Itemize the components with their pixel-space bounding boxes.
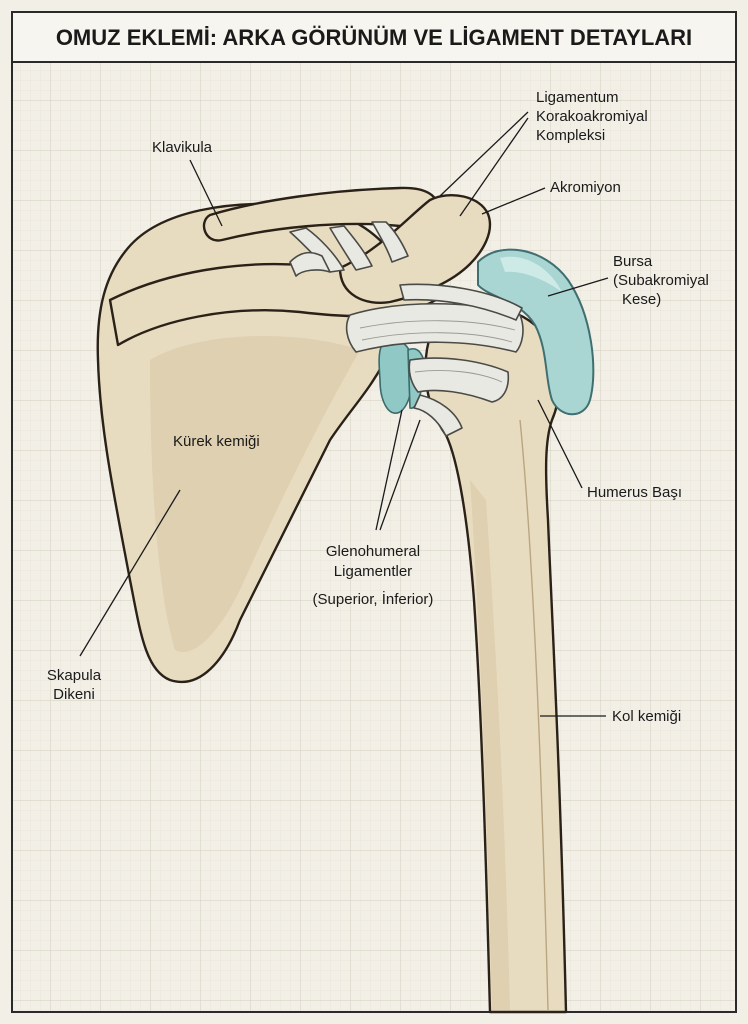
leader-lines xyxy=(79,111,609,717)
leader-humerus-basi xyxy=(537,399,583,489)
label-bursa-line2: (Subakromiyal xyxy=(613,272,709,289)
coracoacromial-ligaments xyxy=(289,221,409,277)
acromion-bone xyxy=(338,193,492,304)
label-gleno-line3: (Superior, İnferior) xyxy=(313,590,434,608)
leader-gleno-a xyxy=(375,409,403,531)
label-ligamentum-line1: Ligamentum xyxy=(536,89,619,106)
humerus-bone xyxy=(424,305,568,1014)
leader-gleno-b xyxy=(379,419,421,531)
glenohumeral-ligaments xyxy=(345,283,524,437)
page-title: OMUZ EKLEMİ: ARKA GÖRÜNÜM VE LİGAMENT DE… xyxy=(56,25,692,50)
title-bar xyxy=(11,11,737,63)
leader-akromiyon xyxy=(481,187,546,215)
label-kurek-kemigi: Kürek kemiği xyxy=(173,433,260,450)
label-kol-kemigi: Kol kemiği xyxy=(612,708,681,725)
label-bursa-line3: Kese) xyxy=(622,291,661,308)
label-bursa-line1: Bursa xyxy=(613,253,653,270)
label-gleno-line1: Glenohumeral xyxy=(326,543,420,560)
label-skapula-line2: Dikeni xyxy=(53,686,95,703)
label-akromiyon: Akromiyon xyxy=(550,179,621,196)
leader-ligamentum-b xyxy=(459,117,529,217)
leader-ligamentum-a xyxy=(439,111,529,197)
leader-bursa xyxy=(547,277,609,297)
label-klavikula: Klavikula xyxy=(152,139,213,156)
label-ligamentum-line3: Kompleksi xyxy=(536,127,605,144)
label-gleno-line2: Ligamentler xyxy=(334,563,412,580)
leader-skapula xyxy=(79,489,181,657)
label-skapula-line1: Skapula xyxy=(47,667,102,684)
label-humerus-basi: Humerus Başı xyxy=(587,484,682,501)
leader-klavikula xyxy=(189,159,223,227)
label-ligamentum-line2: Korakoakromiyal xyxy=(536,108,648,125)
